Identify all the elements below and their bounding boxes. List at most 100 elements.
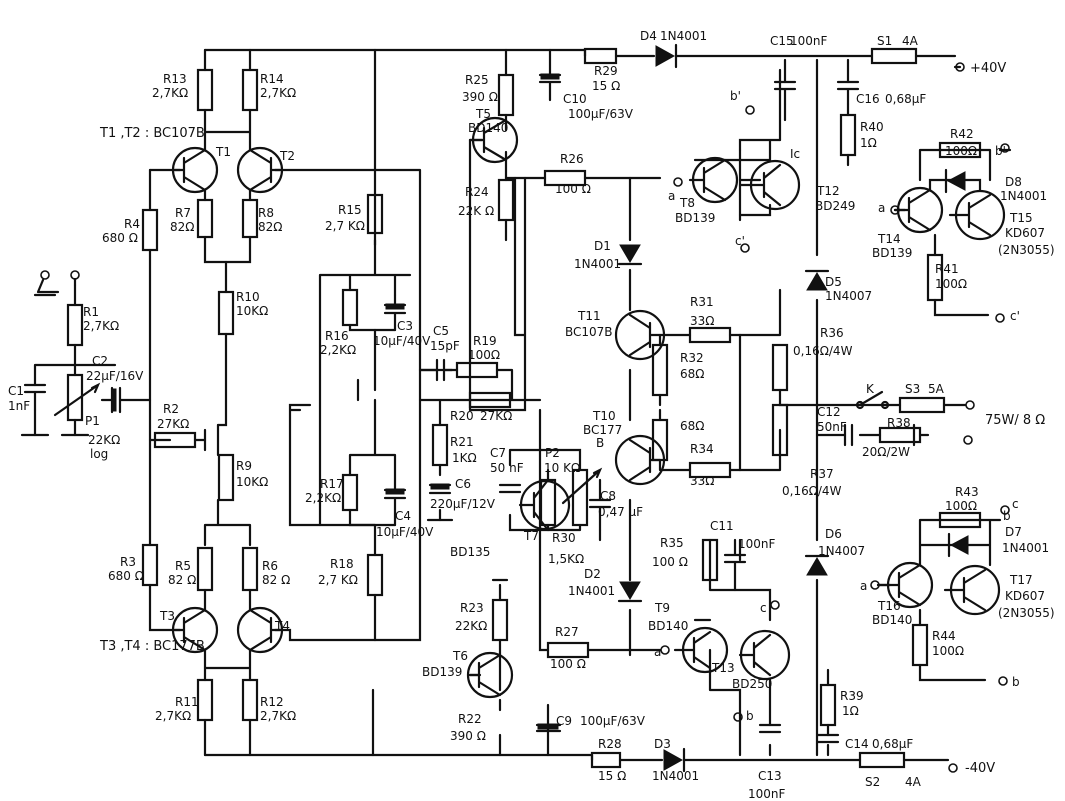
d5-value: 1N4007 bbox=[825, 289, 872, 303]
d6-value: 1N4007 bbox=[818, 544, 865, 558]
transistor-t7 bbox=[518, 478, 571, 532]
r2-value: 27KΩ bbox=[157, 417, 189, 431]
c10-value: 100μF/63V bbox=[568, 107, 634, 121]
s3-ref: S3 bbox=[905, 382, 920, 396]
r12-ref: R12 bbox=[260, 695, 284, 709]
c7-value: 50 nF bbox=[490, 461, 524, 475]
r23-ref: R23 bbox=[460, 601, 484, 615]
r32-value: 68Ω bbox=[680, 367, 704, 381]
terminals bbox=[36, 62, 1010, 773]
r34-ref: R34 bbox=[690, 442, 714, 456]
r17-value: 2,2KΩ bbox=[305, 491, 341, 505]
p2-ref: P2 bbox=[545, 446, 560, 460]
transistor-t15 bbox=[948, 189, 1006, 241]
r12-value: 2,7KΩ bbox=[260, 709, 296, 723]
r27-ref: R27 bbox=[555, 625, 579, 639]
r7-value: 82Ω bbox=[170, 220, 194, 234]
c14-value: 0,68μF bbox=[872, 737, 913, 751]
r11-value: 2,7KΩ bbox=[155, 709, 191, 723]
transistor-t2 bbox=[236, 146, 284, 194]
t7-value: BD135 bbox=[450, 545, 490, 559]
switch-k: K bbox=[866, 382, 875, 396]
d1-ref: D1 bbox=[594, 239, 611, 253]
node-a4: a bbox=[860, 579, 867, 593]
r16-value: 2,2KΩ bbox=[320, 343, 356, 357]
t12-value: BD249 bbox=[815, 199, 855, 213]
diode-d6 bbox=[804, 554, 830, 576]
output-spec: 75W/ 8 Ω bbox=[985, 413, 1045, 428]
t12-ref: T12 bbox=[816, 184, 840, 198]
switch-k-lever bbox=[858, 390, 884, 407]
node-a1: a bbox=[668, 189, 675, 203]
s1-value: 4A bbox=[902, 34, 919, 48]
c2-ref: C2 bbox=[92, 354, 108, 368]
r38-ref: R38 bbox=[887, 416, 911, 430]
r14-ref: R14 bbox=[260, 72, 284, 86]
r15-ref: R15 bbox=[338, 203, 362, 217]
c12-ref: C12 bbox=[817, 405, 841, 419]
r4-value: 680 Ω bbox=[102, 231, 138, 245]
r34-value: 33Ω bbox=[690, 474, 714, 488]
r6-ref: R6 bbox=[262, 559, 278, 573]
r2-ref: R2 bbox=[163, 402, 179, 416]
r39-value: 1Ω bbox=[842, 704, 859, 718]
r21-value: 1KΩ bbox=[452, 451, 477, 465]
r39-ref: R39 bbox=[840, 689, 864, 703]
node-b2: b bbox=[1012, 675, 1020, 689]
transistor-t9 bbox=[673, 626, 729, 674]
node-b3: b bbox=[1003, 509, 1011, 523]
c2-value: 22μF/16V bbox=[86, 369, 144, 383]
r40-ref: R40 bbox=[860, 120, 884, 134]
t14-ref: T14 bbox=[877, 232, 901, 246]
r14-value: 2,7KΩ bbox=[260, 86, 296, 100]
r26-value: 100 Ω bbox=[555, 182, 591, 196]
rail-negative: -40V bbox=[965, 761, 995, 776]
labels: T1 ,T2 : BC107B T1 T2 T3 ,T4 : BC177B T3… bbox=[8, 29, 1055, 801]
d3-value: 1N4001 bbox=[652, 769, 699, 783]
r37-ref: R37 bbox=[810, 467, 834, 481]
diode-d2 bbox=[617, 581, 643, 603]
r44-ref: R44 bbox=[932, 629, 956, 643]
label-t4: T4 bbox=[274, 619, 290, 633]
s2-value: 4A bbox=[905, 775, 922, 789]
diode-d5 bbox=[804, 269, 830, 291]
label-t1: T1 bbox=[215, 145, 231, 159]
t8-value: BD139 bbox=[675, 211, 715, 225]
r17-ref: R17 bbox=[320, 477, 344, 491]
r5-value: 82 Ω bbox=[168, 573, 196, 587]
d2-ref: D2 bbox=[584, 567, 601, 581]
r40-value: 1Ω bbox=[860, 136, 877, 150]
c3-ref: C3 bbox=[397, 319, 413, 333]
r43-value: 100Ω bbox=[945, 499, 977, 513]
transistor-t4 bbox=[236, 606, 284, 654]
r29-value: 15 Ω bbox=[592, 79, 620, 93]
c1-ref: C1 bbox=[8, 384, 24, 398]
r11-ref: R11 bbox=[175, 695, 199, 709]
t14-value: BD139 bbox=[872, 246, 912, 260]
transistor-t5 bbox=[468, 116, 519, 164]
r6-value: 82 Ω bbox=[262, 573, 290, 587]
r25-ref: R25 bbox=[465, 73, 489, 87]
diode-d3 bbox=[663, 747, 686, 773]
node-c1: c bbox=[760, 601, 767, 615]
misc-symbols bbox=[53, 382, 890, 505]
t13-ref: T13 bbox=[711, 661, 735, 675]
r28-ref: R28 bbox=[598, 737, 622, 751]
transistor-t3 bbox=[171, 606, 219, 654]
t6-value: BD139 bbox=[422, 665, 462, 679]
ground-symbols bbox=[20, 293, 916, 582]
p1-taper: log bbox=[90, 447, 108, 461]
s1-ref: S1 bbox=[877, 34, 892, 48]
s2-ref: S2 bbox=[865, 775, 880, 789]
t17-alt: (2N3055) bbox=[998, 606, 1055, 620]
transistor-t8 bbox=[688, 156, 739, 204]
node-B: B bbox=[596, 436, 604, 450]
transistor-t14 bbox=[893, 186, 944, 234]
t10-value: BC177 bbox=[583, 423, 622, 437]
label-t3t4-type: T3 ,T4 : BC177B bbox=[99, 639, 205, 654]
transistor-t11 bbox=[614, 309, 666, 361]
transistor-t10 bbox=[614, 434, 666, 486]
r43-ref: R43 bbox=[955, 485, 979, 499]
r24-value: 22K Ω bbox=[458, 204, 494, 218]
label-t2: T2 bbox=[279, 149, 295, 163]
